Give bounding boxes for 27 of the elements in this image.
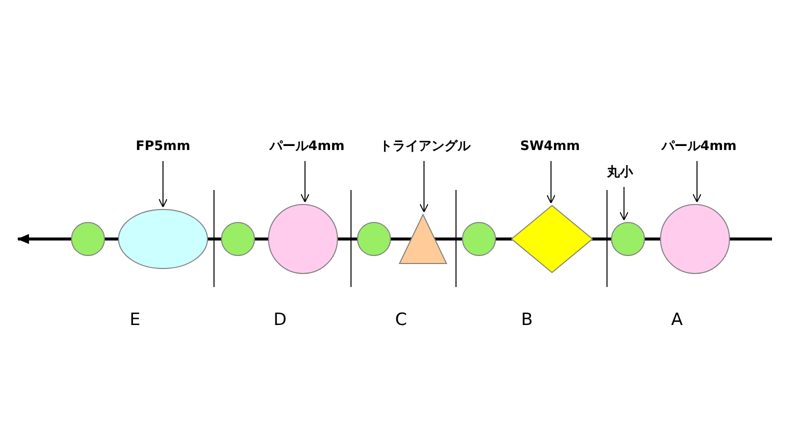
- oval-bead: [118, 209, 208, 269]
- rhombus-bead: [511, 205, 593, 273]
- leader-line: [620, 186, 628, 220]
- bead-label: FP5mm: [136, 139, 190, 155]
- section-letter: C: [395, 310, 407, 330]
- bead: [71, 222, 105, 256]
- bead-label: 丸小: [607, 165, 633, 181]
- leader-line: [692, 160, 702, 202]
- triangle-bead: [399, 214, 447, 264]
- bead-label: トライアングル: [380, 139, 470, 155]
- leader-line: [158, 160, 168, 208]
- leader-line: [546, 160, 556, 204]
- leader-line: [300, 160, 310, 202]
- bead: [660, 204, 730, 274]
- section-letter: D: [273, 310, 287, 330]
- bead: [221, 222, 255, 256]
- bead-label: SW4mm: [520, 139, 580, 155]
- leader-line: [420, 160, 428, 212]
- bead: [462, 222, 496, 256]
- bead: [268, 204, 338, 274]
- section-letter: E: [130, 310, 140, 330]
- bead-label: パール4mm: [661, 139, 737, 155]
- bead-label: パール4mm: [269, 139, 345, 155]
- bead: [357, 222, 391, 256]
- section-letter: B: [521, 310, 533, 330]
- section-letter: A: [671, 310, 683, 330]
- bead: [611, 222, 645, 256]
